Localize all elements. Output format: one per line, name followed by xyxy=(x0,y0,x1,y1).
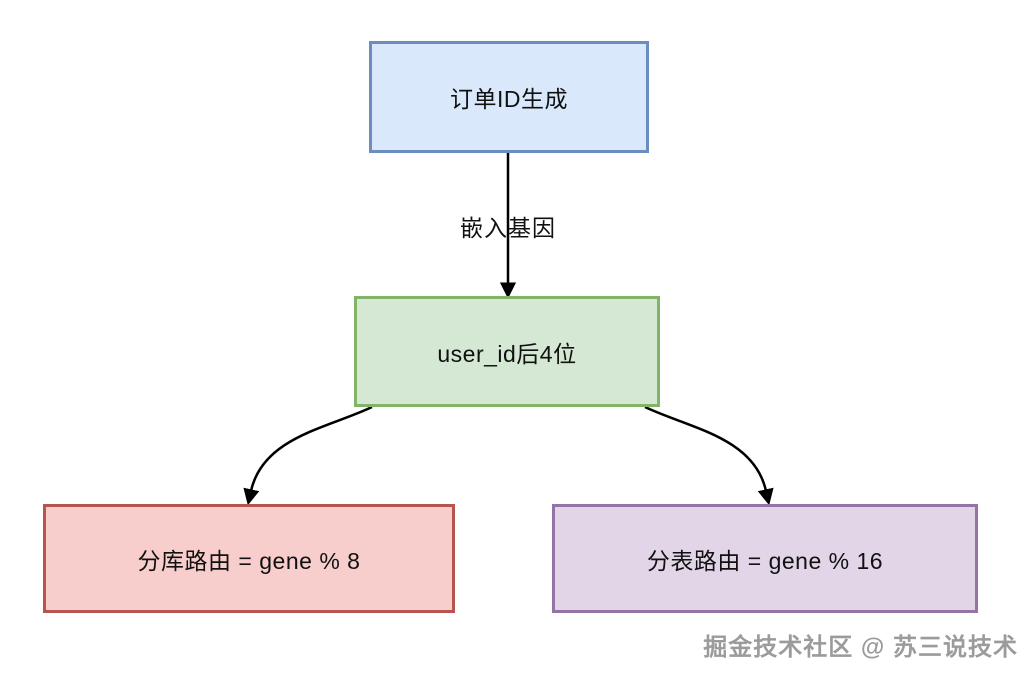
node-table-routing[interactable]: 分表路由 = gene % 16 xyxy=(552,504,978,613)
edge-label-embed-gene: 嵌入基因 xyxy=(460,215,556,241)
node-label: 订单ID生成 xyxy=(450,86,568,112)
watermark-text: 掘金技术社区 @ 苏三说技术 xyxy=(703,634,1018,661)
node-order-id-generation[interactable]: 订单ID生成 xyxy=(369,41,649,153)
node-label: 分表路由 = gene % 16 xyxy=(646,547,884,574)
edge-db-route xyxy=(243,405,373,506)
edge-table-route xyxy=(644,405,774,506)
node-database-routing[interactable]: 分库路由 = gene % 8 xyxy=(43,504,455,613)
node-label: user_id后4位 xyxy=(437,340,577,367)
node-label: 分库路由 = gene % 8 xyxy=(137,547,361,574)
node-user-id-last4[interactable]: user_id后4位 xyxy=(354,296,660,407)
